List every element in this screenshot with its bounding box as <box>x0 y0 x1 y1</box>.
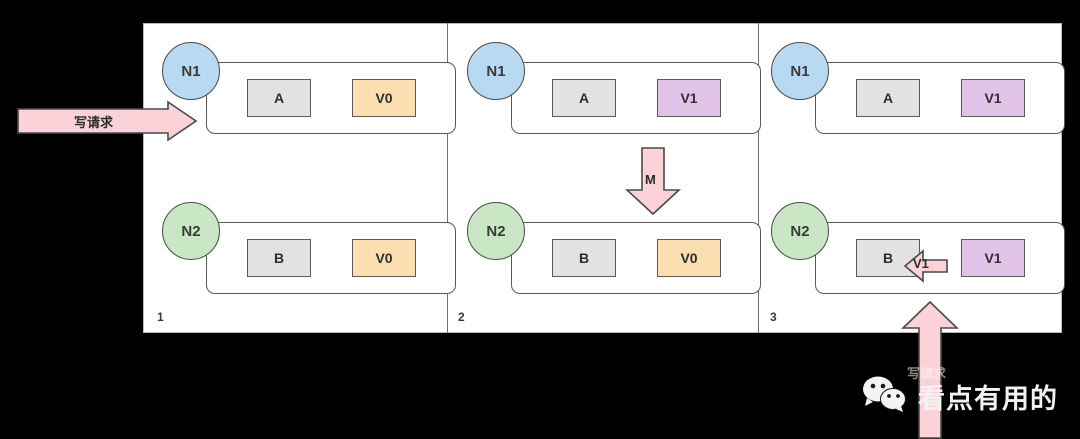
cell-value: V1 <box>961 239 1025 277</box>
apply-value-label: V1 <box>913 256 929 271</box>
cell-key: B <box>552 239 616 277</box>
watermark-ghost-text: 写请求 <box>907 366 947 381</box>
cell-key: B <box>247 239 311 277</box>
node-body <box>511 222 761 294</box>
cell-value: V1 <box>961 79 1025 117</box>
panel-divider-2 <box>758 23 759 333</box>
cell-value: V1 <box>657 79 721 117</box>
cell-value: V0 <box>657 239 721 277</box>
panel-divider-1 <box>447 23 448 333</box>
node-body <box>511 62 761 134</box>
replicate-arrow-label: M <box>645 172 656 187</box>
node-circle-n2: N2 <box>162 202 220 260</box>
node-circle-n1: N1 <box>771 42 829 100</box>
node-body <box>815 62 1065 134</box>
node-circle-n2: N2 <box>771 202 829 260</box>
watermark: 看点有用的 <box>862 375 1058 418</box>
wechat-icon <box>862 375 908 418</box>
node-circle-n1: N1 <box>162 42 220 100</box>
cell-key: A <box>247 79 311 117</box>
panel-number-1: 1 <box>157 310 164 324</box>
write-request-arrow <box>16 100 198 142</box>
ack-up-arrow <box>899 300 961 439</box>
cell-value: V0 <box>352 79 416 117</box>
cell-key: A <box>552 79 616 117</box>
cell-value: V0 <box>352 239 416 277</box>
node-circle-n2: N2 <box>467 202 525 260</box>
watermark-text: 看点有用的 <box>918 384 1058 415</box>
cell-key: A <box>856 79 920 117</box>
node-body <box>206 222 456 294</box>
replicate-arrow <box>623 146 683 216</box>
panel-number-2: 2 <box>458 310 465 324</box>
apply-value-arrow <box>903 248 949 284</box>
node-body <box>206 62 456 134</box>
node-circle-n1: N1 <box>467 42 525 100</box>
panel-number-3: 3 <box>770 310 777 324</box>
write-request-label: 写请求 <box>74 115 114 130</box>
